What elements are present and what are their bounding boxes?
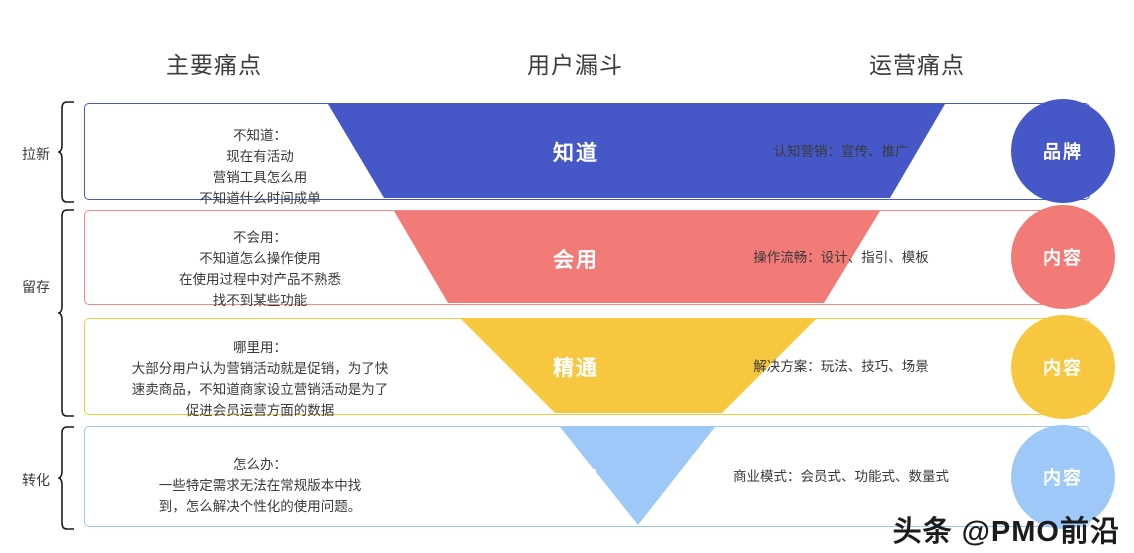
funnel-row-master[interactable]: 哪里用： 大部分用户认为营销活动就是促销，为了快 速卖商品，不知道商家设立营销活… bbox=[84, 315, 1115, 419]
ops-text-master: 解决方案：玩法、技巧、场景 bbox=[753, 359, 929, 374]
ops-text-use: 操作流畅：设计、指引、模板 bbox=[753, 250, 929, 265]
outcome-circle-label-brand: 品牌 bbox=[1043, 142, 1083, 162]
pain-text-use: 不会用： 不知道怎么操作使用 在使用过程中对产品不熟悉 找不到某些功能 bbox=[179, 230, 341, 308]
funnel-label-personal: 个性 bbox=[553, 465, 599, 488]
outcome-circle-content-use[interactable]: 内容 bbox=[1011, 205, 1115, 309]
outcome-circle-label-content-master: 内容 bbox=[1043, 358, 1083, 378]
outcome-circle-brand[interactable]: 品牌 bbox=[1011, 99, 1115, 203]
funnel-label-know: 知道 bbox=[553, 142, 599, 165]
pain-text-personal: 怎么办： 一些特定需求无法在常规版本中找 到，怎么解决个性化的使用问题。 bbox=[158, 457, 362, 514]
stage-label-conversion: 转化 bbox=[22, 472, 50, 488]
column-header-pain: 主要痛点 bbox=[166, 52, 262, 78]
outcome-circle-label-content-personal: 内容 bbox=[1043, 468, 1083, 488]
column-header-funnel: 用户漏斗 bbox=[527, 52, 623, 78]
row-inner-use bbox=[85, 211, 1089, 304]
brace-acquisition bbox=[58, 101, 74, 203]
outcome-circle-content-master[interactable]: 内容 bbox=[1011, 315, 1115, 419]
ops-text-personal: 商业模式：会员式、功能式、数量式 bbox=[733, 469, 949, 484]
brace-conversion bbox=[58, 426, 74, 530]
stage-label-retention: 留存 bbox=[22, 279, 50, 295]
funnel-label-master: 精通 bbox=[553, 357, 599, 380]
outcome-circle-label-content-use: 内容 bbox=[1043, 248, 1083, 268]
stage-label-acquisition: 拉新 bbox=[22, 146, 50, 162]
row-inner-personal bbox=[85, 427, 1089, 526]
ops-text-know: 认知营销：宣传、推广 bbox=[773, 144, 909, 159]
pain-text-know: 不知道： 现在有活动 营销工具怎么用 不知道什么时间成单 bbox=[199, 128, 321, 206]
funnel-row-know[interactable]: 不知道： 现在有活动 营销工具怎么用 不知道什么时间成单 知道 认知营销：宣传、… bbox=[84, 99, 1115, 206]
brace-retention bbox=[58, 209, 74, 417]
funnel-row-use[interactable]: 不会用： 不知道怎么操作使用 在使用过程中对产品不熟悉 找不到某些功能 会用 操… bbox=[84, 205, 1115, 309]
watermark: 头条 @PMO前沿 bbox=[892, 516, 1120, 548]
pain-text-master: 哪里用： 大部分用户认为营销活动就是促销，为了快 速卖商品，不知道商家设立营销活… bbox=[131, 340, 389, 418]
outcome-circle-content-personal[interactable]: 内容 bbox=[1011, 425, 1115, 529]
row-inner-know bbox=[85, 104, 1089, 199]
row-inner-master bbox=[85, 319, 1089, 414]
funnel-segment-know bbox=[328, 104, 945, 198]
funnel-segment-use bbox=[394, 211, 880, 303]
column-header-ops: 运营痛点 bbox=[869, 52, 965, 78]
funnel-row-personal[interactable]: 怎么办： 一些特定需求无法在常规版本中找 到，怎么解决个性化的使用问题。 个性 … bbox=[84, 425, 1115, 529]
funnel-segment-master bbox=[461, 319, 816, 413]
funnel-segment-personal bbox=[560, 427, 715, 525]
funnel-label-use: 会用 bbox=[553, 249, 599, 272]
